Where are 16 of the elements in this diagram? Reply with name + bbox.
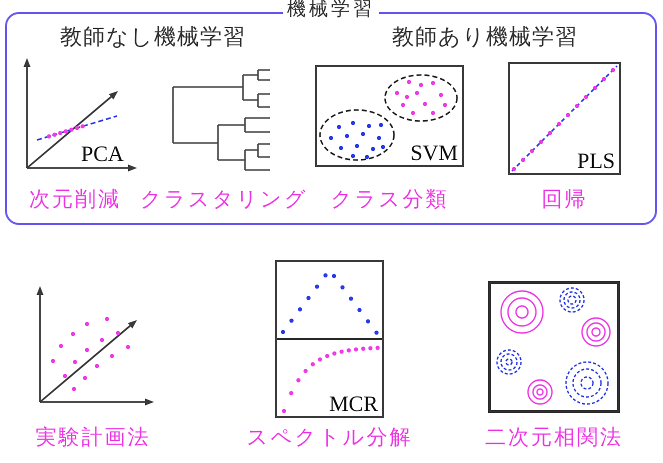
- method-caption: 次元削減: [29, 187, 121, 212]
- method-caption: クラス分類: [330, 187, 448, 212]
- method-caption: 二次元相関法: [485, 425, 623, 450]
- method-caption: スペクトル分解: [246, 425, 412, 450]
- regression-line-plot: [508, 62, 621, 175]
- method-caption: 回帰: [542, 187, 588, 212]
- method-caption: クラスタリング: [140, 187, 308, 212]
- plot-label: MCR: [329, 390, 378, 416]
- method-caption: 実験計画法: [36, 425, 150, 450]
- contour-rings-plot: [488, 281, 620, 413]
- section-heading: 教師なし機械学習: [60, 25, 246, 50]
- spectra-plot: [275, 260, 384, 418]
- plot-label: PLS: [577, 148, 615, 173]
- section-heading: 教師あり機械学習: [392, 25, 578, 50]
- cluster-scatter-plot: [315, 65, 464, 167]
- plot-label: SVM: [410, 140, 458, 165]
